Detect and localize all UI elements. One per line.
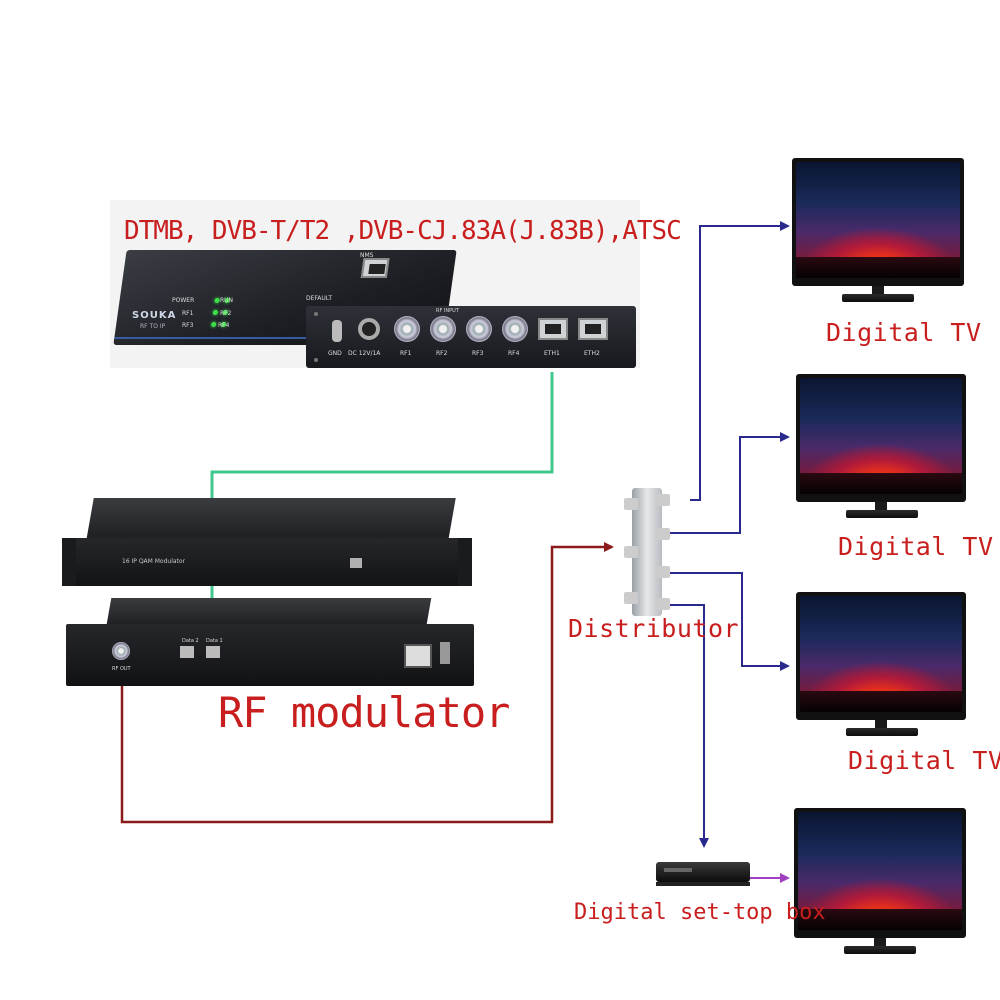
dist-wire-tv2 [668, 432, 790, 534]
rf1-connector [394, 316, 420, 342]
tv-2 [796, 374, 966, 524]
dc-jack [358, 318, 380, 340]
rf1-led [212, 310, 219, 315]
distributor-device [624, 488, 670, 616]
eth1-port [538, 318, 568, 340]
rf2-connector [430, 316, 456, 342]
rf3-led [210, 322, 217, 327]
rf-wire [120, 542, 614, 824]
data2-label: Data 2 [182, 638, 199, 644]
tv-3 [796, 592, 966, 742]
set-top-box-label: Digital set-top box [574, 900, 826, 925]
rf-modulator-label: RF modulator [218, 688, 510, 737]
default-label: DEFAULT [306, 295, 332, 302]
tv-2-label: Digital TV [838, 532, 994, 561]
data1-port [206, 646, 220, 658]
dist-wire-tv1 [690, 221, 790, 501]
rf2-label: RF2 [220, 310, 232, 317]
rf3-port-label: RF3 [472, 350, 484, 357]
rf-out-connector [112, 642, 130, 660]
tv-2-screen [800, 378, 962, 494]
dist-wire-tv3 [668, 572, 790, 671]
nms-label: NMS [360, 252, 374, 259]
rf-out-label: RF OUT [112, 666, 131, 672]
eth2-port [578, 318, 608, 340]
standards-text: DTMB, DVB-T/T2 ,DVB-CJ.83A(J.83B),ATSC [124, 216, 682, 246]
tv-4-screen [798, 812, 962, 930]
gnd-label: GND [328, 350, 342, 357]
power-switch [440, 642, 450, 664]
power-socket [404, 644, 432, 668]
tv-1-screen [796, 162, 960, 278]
eth2-label: ETH2 [584, 350, 600, 357]
dc-label: DC 12V/1A [348, 350, 381, 357]
modulator-front-port [350, 558, 362, 568]
modulator-front-text: 16 IP QAM Modulator [122, 558, 186, 565]
rf2-port-label: RF2 [436, 350, 448, 357]
rf1-port-label: RF1 [400, 350, 412, 357]
device-subtitle: RF TO IP [140, 323, 166, 330]
modulator-front-unit: 16 IP QAM Modulator [62, 498, 472, 590]
data2-port [180, 646, 194, 658]
rf3-connector [466, 316, 492, 342]
run-label: RUN [220, 297, 234, 304]
tv-1 [792, 158, 964, 308]
eth1-label: ETH1 [544, 350, 560, 357]
rf4-port-label: RF4 [508, 350, 520, 357]
nms-port [360, 258, 390, 278]
rf1-label: RF1 [182, 310, 194, 317]
tv-3-screen [800, 596, 962, 712]
modulator-back-unit: RF OUT Data 2 Data 1 [66, 598, 474, 688]
rf3-label: RF3 [182, 322, 194, 329]
distributor-label: Distributor [568, 614, 740, 643]
rf4-label: RF4 [218, 322, 230, 329]
rf-to-ip-device-photo: SOUKA RF TO IP POWER RUN RF1 RF2 RF3 RF4… [110, 200, 640, 368]
data1-label: Data 1 [206, 638, 223, 644]
rf-input-label: RF INPUT [436, 308, 459, 314]
rf4-connector [502, 316, 528, 342]
set-top-box [656, 862, 750, 890]
tv-4 [794, 808, 966, 968]
brand-logo: SOUKA [132, 310, 177, 321]
tv-3-label: Digital TV [848, 746, 1000, 775]
rf-to-ip-back-unit: RF INPUT GND DC 12V/1A RF1 RF2 RF3 RF4 E… [306, 306, 636, 368]
power-label: POWER [172, 297, 195, 304]
tv-1-label: Digital TV [826, 318, 982, 347]
gnd-screw [332, 320, 342, 342]
dist-wire-stb [668, 604, 709, 848]
